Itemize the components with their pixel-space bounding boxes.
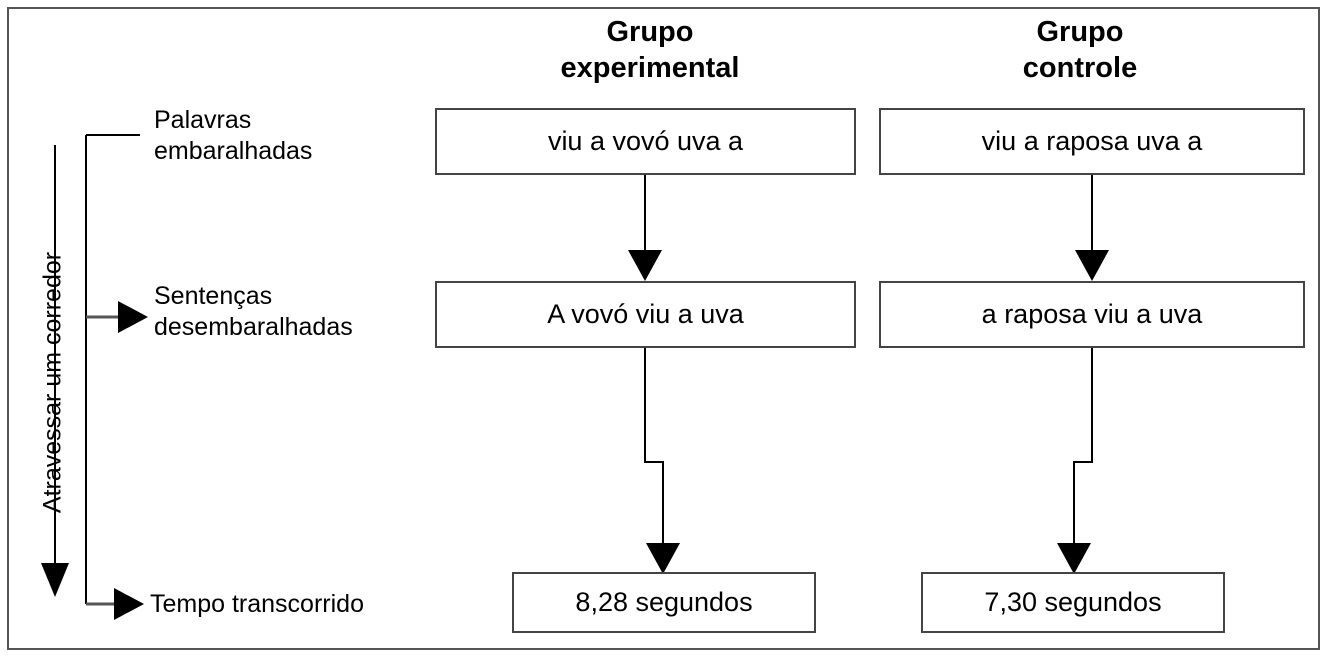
corridor-axis-label: Atravessar um corredor	[38, 251, 67, 514]
stage-label-sentencas-desembaralhadas: Sentenças desembaralhadas	[154, 282, 353, 341]
stage-label-tempo-transcorrido: Tempo transcorrido	[150, 590, 364, 618]
box-experimental-tempo: 8,28 segundos	[512, 572, 816, 633]
box-experimental-sentencas: A vovó viu a uva	[435, 281, 856, 348]
box-experimental-palavras: viu a vovó uva a	[435, 108, 856, 175]
box-controle-tempo: 7,30 segundos	[921, 572, 1225, 633]
diagram-outer-frame	[7, 7, 1320, 650]
column-header-controle: Grupo controle	[1022, 16, 1138, 84]
column-header-experimental: Grupo experimental	[560, 16, 740, 84]
box-controle-palavras: viu a raposa uva a	[879, 108, 1305, 175]
box-controle-sentencas: a raposa viu a uva	[879, 281, 1305, 348]
stage-label-palavras-embaralhadas: Palavras embaralhadas	[154, 106, 313, 165]
